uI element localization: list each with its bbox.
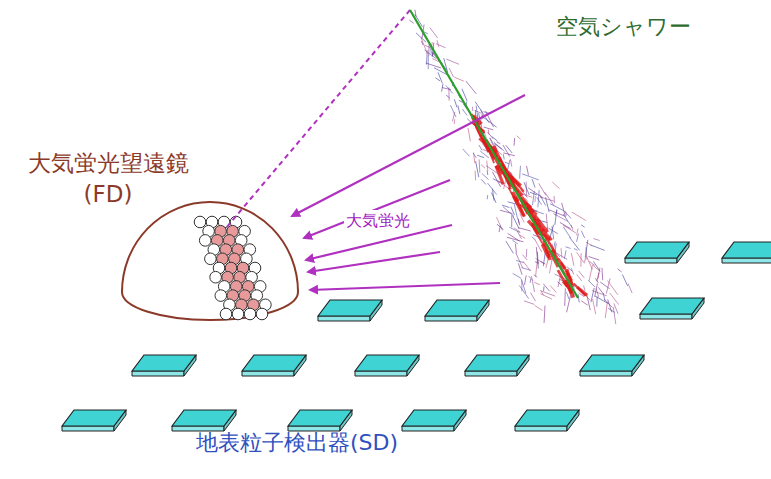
view-line (226, 10, 410, 228)
fluorescence-telescope (122, 202, 298, 320)
fluorescence-arrows (292, 95, 525, 290)
shower-label: 空気シャワー (556, 12, 756, 42)
air-shower (409, 10, 632, 324)
fluorescence-label: 大気蛍光 (344, 210, 412, 232)
surface-detector-label: 地表粒子検出器(SD) (196, 428, 496, 458)
telescope-label: 大気蛍光望遠鏡 (FD) (8, 148, 208, 210)
pmt-cluster (194, 216, 271, 320)
